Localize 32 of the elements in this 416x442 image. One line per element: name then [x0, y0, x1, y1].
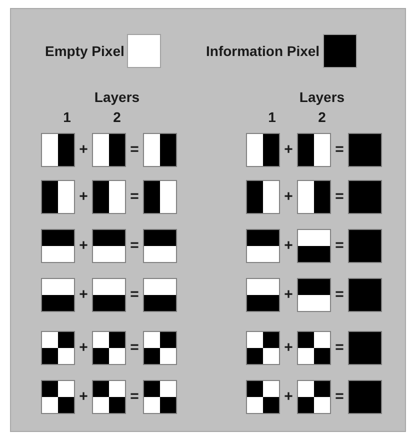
plus-sign: +: [78, 285, 89, 305]
plus-sign: +: [283, 236, 294, 256]
plus-sign: +: [78, 236, 89, 256]
equals-sign: =: [334, 387, 345, 407]
column-heading: Layers: [93, 89, 141, 105]
plus-sign: +: [78, 387, 89, 407]
plus-sign: +: [78, 140, 89, 160]
equals-sign: =: [129, 140, 140, 160]
column-heading: Layers: [298, 89, 346, 105]
equals-sign: =: [334, 140, 345, 160]
equals-sign: =: [334, 236, 345, 256]
legend-label: Empty Pixel: [45, 43, 124, 59]
plus-sign: +: [283, 187, 294, 207]
plus-sign: +: [78, 187, 89, 207]
layer-number: 2: [317, 109, 327, 125]
equals-sign: =: [129, 338, 140, 358]
layer-number: 1: [267, 109, 277, 125]
equals-sign: =: [334, 338, 345, 358]
equals-sign: =: [129, 387, 140, 407]
layer-number: 1: [62, 109, 72, 125]
plus-sign: +: [283, 140, 294, 160]
equals-sign: =: [334, 187, 345, 207]
equals-sign: =: [334, 285, 345, 305]
equals-sign: =: [129, 285, 140, 305]
equals-sign: =: [129, 187, 140, 207]
layer-number: 2: [112, 109, 122, 125]
plus-sign: +: [283, 285, 294, 305]
plus-sign: +: [283, 338, 294, 358]
equals-sign: =: [129, 236, 140, 256]
plus-sign: +: [283, 387, 294, 407]
legend-label: Information Pixel: [206, 43, 320, 59]
plus-sign: +: [78, 338, 89, 358]
